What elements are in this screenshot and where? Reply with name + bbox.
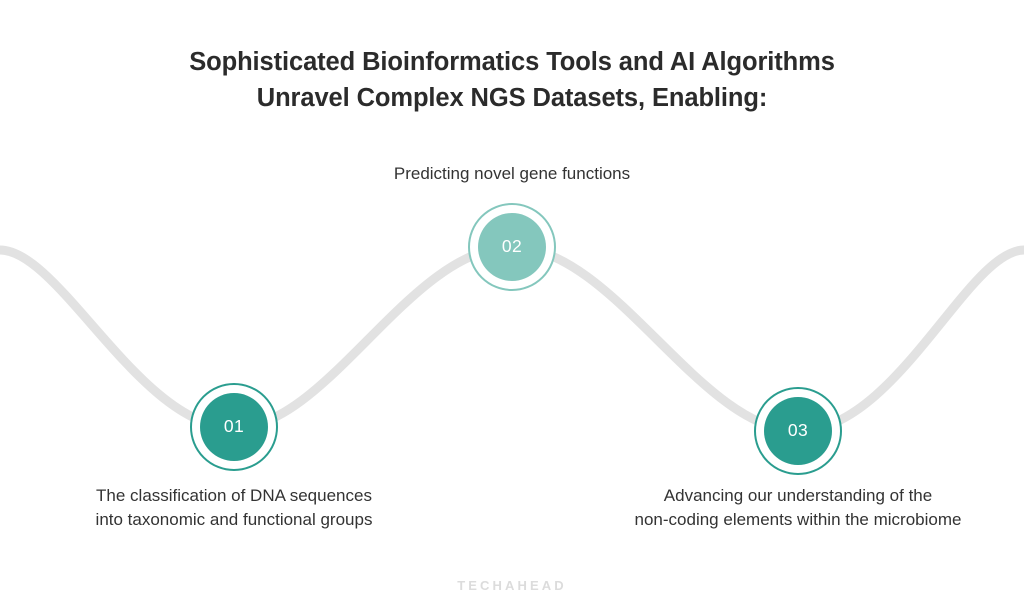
title-line-2: Unravel Complex NGS Datasets, Enabling: — [256, 84, 768, 112]
step-node-02[interactable]: 02 — [468, 203, 556, 291]
title-line-1: Sophisticated Bioinformatics Tools and A… — [189, 48, 835, 76]
step-1-caption-line-2: into taxonomic and functional groups — [95, 510, 373, 529]
techahead-watermark: TECHAHEAD — [457, 578, 567, 593]
step-node-03[interactable]: 03 — [754, 387, 842, 475]
page-title: Sophisticated Bioinformatics Tools and A… — [0, 44, 1024, 116]
step-1-caption-line-1: The classification of DNA sequences — [96, 486, 372, 505]
step-3-caption: Advancing our understanding of the non-c… — [586, 484, 1010, 532]
step-node-03-disc: 03 — [764, 397, 832, 465]
step-3-caption-line-2: non-coding elements within the microbiom… — [634, 510, 962, 529]
step-node-01-disc: 01 — [200, 393, 268, 461]
step-node-02-disc: 02 — [478, 213, 546, 281]
step-node-01[interactable]: 01 — [190, 383, 278, 471]
step-node-02-number: 02 — [501, 236, 523, 257]
step-node-03-number: 03 — [787, 420, 809, 441]
step-node-01-number: 01 — [223, 416, 245, 437]
step-1-caption: The classification of DNA sequences into… — [34, 484, 434, 532]
step-2-caption-line-1: Predicting novel gene functions — [393, 164, 631, 183]
step-3-caption-line-1: Advancing our understanding of the — [663, 486, 933, 505]
step-2-caption: Predicting novel gene functions — [312, 162, 712, 186]
